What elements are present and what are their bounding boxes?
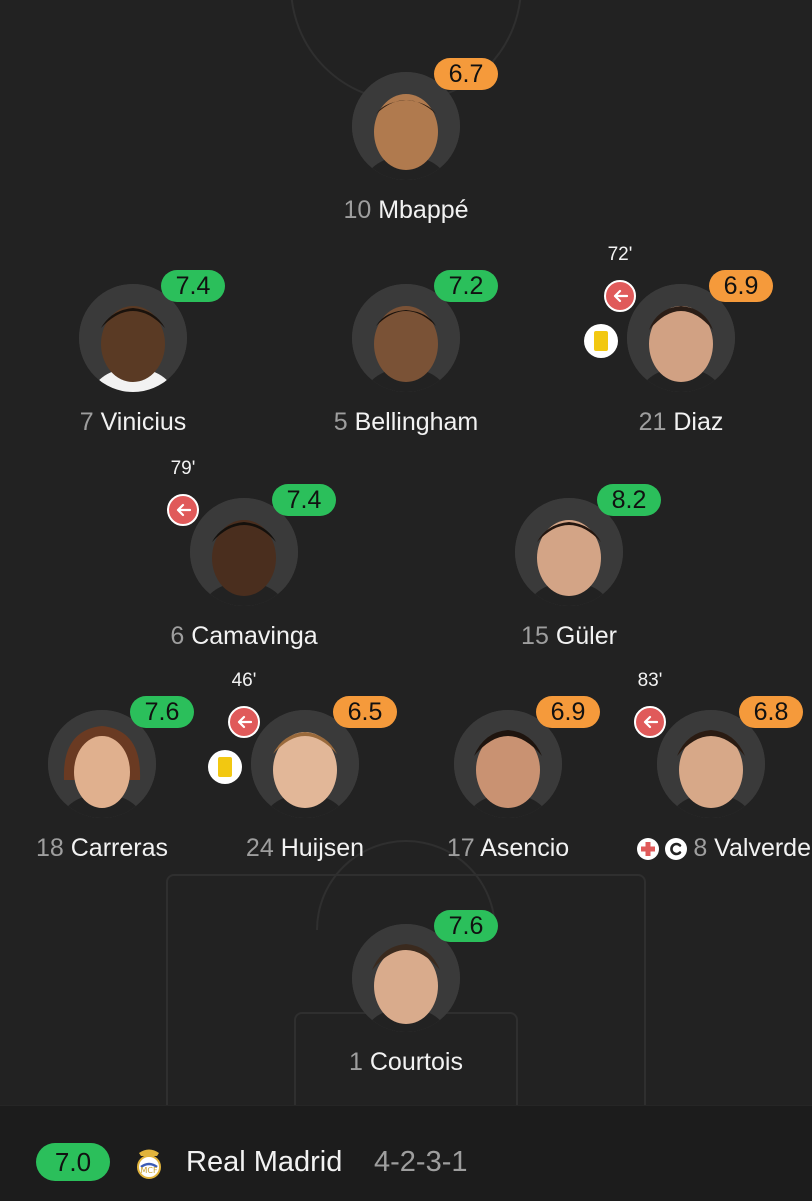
player-photo — [79, 284, 187, 392]
player-name-label: 6 Camavinga — [170, 622, 318, 650]
svg-text:MCF: MCF — [140, 1166, 157, 1175]
player-rating: 8.2 — [597, 484, 661, 516]
real-madrid-crest-icon: MCF — [134, 1144, 164, 1185]
yellow-card-icon — [584, 324, 618, 358]
pitch: 6.7 10 Mbappé 7.4 7 Vinicius 7.2 5 Belli… — [35, 0, 811, 1105]
sub-out-arrow-icon — [604, 280, 636, 312]
player-photo — [627, 284, 735, 392]
team-rating-badge: 7.0 — [36, 1143, 110, 1181]
player-photo — [454, 710, 562, 818]
sub-out-arrow-icon — [634, 706, 666, 738]
player-rating: 6.5 — [333, 696, 397, 728]
yellow-card-icon — [208, 750, 242, 784]
player-rating: 7.6 — [130, 696, 194, 728]
player-rating: 6.9 — [709, 270, 773, 302]
player-photo — [515, 498, 623, 606]
substitution-minute: 72' — [607, 244, 633, 265]
player-rating: 7.4 — [161, 270, 225, 302]
player-photo — [352, 284, 460, 392]
player-name-label: 21 Diaz — [638, 408, 724, 436]
player-name-label: 1 Courtois — [349, 1048, 463, 1076]
player-name-label: 24 Huijsen — [245, 834, 365, 862]
player-rating: 7.2 — [434, 270, 498, 302]
substitution-minute: 83' — [637, 670, 663, 691]
player-name-label: 7 Vinicius — [79, 408, 187, 436]
sub-out-arrow-icon — [167, 494, 199, 526]
player-rating: 7.4 — [272, 484, 336, 516]
player-name-label: 18 Carreras — [35, 834, 168, 862]
player-photo — [251, 710, 359, 818]
sub-out-arrow-icon — [228, 706, 260, 738]
player-name-label: 5 Bellingham — [333, 408, 479, 436]
substitution-minute: 46' — [231, 670, 257, 691]
player-name-label: 15 Güler — [521, 622, 617, 650]
medical-cross-icon — [637, 838, 660, 861]
player-rating: 7.6 — [434, 910, 498, 942]
player-photo — [48, 710, 156, 818]
team-formation: 4-2-3-1 — [374, 1146, 468, 1178]
team-name: Real Madrid — [186, 1146, 343, 1178]
captain-c-icon — [665, 838, 688, 861]
substitution-minute: 79' — [170, 458, 196, 479]
penalty-box — [166, 874, 646, 1105]
player-rating: 6.8 — [739, 696, 803, 728]
player-name-label: 8 Valverde — [531, 834, 811, 863]
player-photo — [190, 498, 298, 606]
player-name-label: 17 Asencio — [446, 834, 570, 862]
player-photo — [657, 710, 765, 818]
team-footer[interactable]: 7.0 MCF Real Madrid 4-2-3-1 — [0, 1105, 812, 1201]
player-rating: 6.7 — [434, 58, 498, 90]
player-photo — [352, 72, 460, 180]
player-photo — [352, 924, 460, 1032]
player-rating: 6.9 — [536, 696, 600, 728]
player-name-label: 10 Mbappé — [343, 196, 469, 224]
